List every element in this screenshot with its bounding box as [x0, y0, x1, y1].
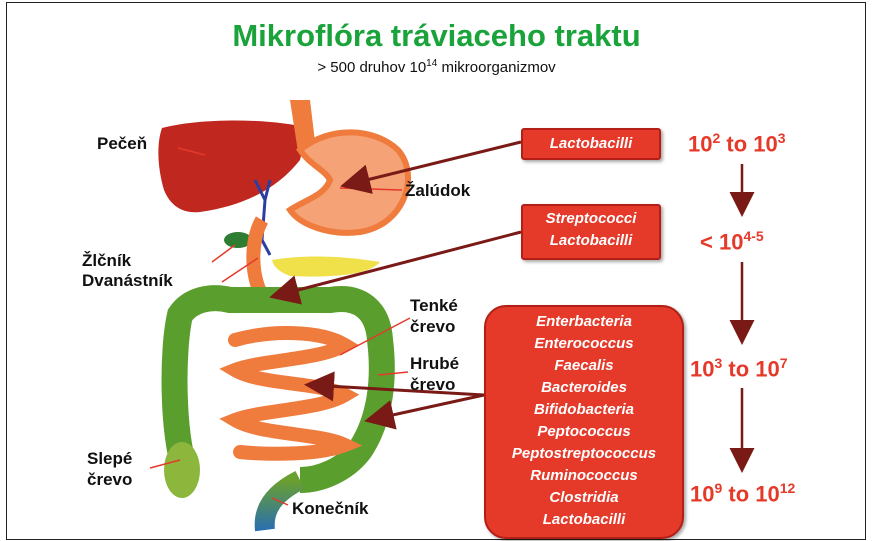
bacteria-box-stomach: Lactobacilli [521, 128, 661, 160]
small-intestine-shape [235, 333, 345, 454]
bacteria-box-duodenum: Streptococci Lactobacilli [521, 204, 661, 260]
concentration-stomach: 102 to 103 [688, 130, 786, 157]
label-stomach: Žalúdok [405, 180, 470, 201]
label-liver: Pečeň [97, 133, 147, 154]
concentration-small-intestine: 103 to 107 [690, 355, 788, 382]
label-gallbladder: Žlčník [82, 250, 131, 271]
cecum-shape [164, 442, 200, 498]
concentration-large-intestine: 109 to 1012 [690, 480, 795, 507]
stomach-shape [290, 132, 408, 232]
bacteria-box-intestine: Enterbacteria Enterococcus Faecalis Bact… [484, 305, 684, 539]
label-rectum: Konečník [292, 498, 369, 519]
concentration-duodenum: < 104-5 [700, 228, 764, 255]
liver-shape [158, 121, 308, 213]
label-duodenum: Dvanástník [82, 270, 173, 291]
